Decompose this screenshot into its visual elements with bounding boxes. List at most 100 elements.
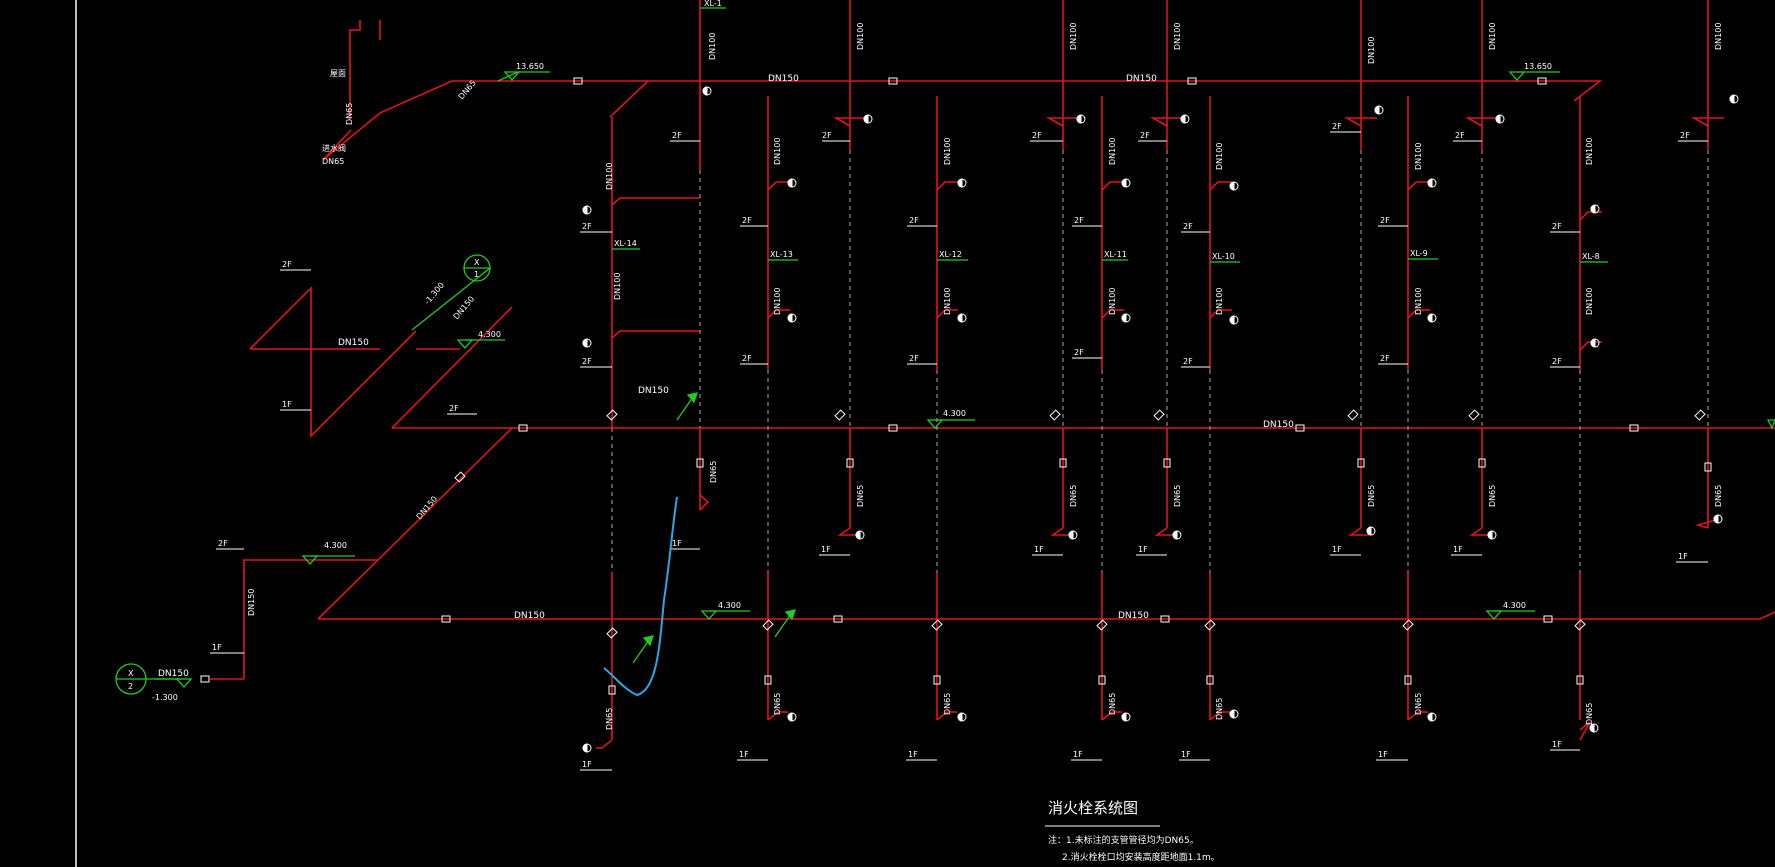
floor-2f-label: 2F: [282, 260, 292, 269]
dn100-label: DN100: [1414, 143, 1423, 170]
dn65-label: DN65: [1215, 698, 1224, 720]
inlet-valve-label: 进水阀: [322, 143, 346, 153]
floor-2f-label: 2F: [742, 216, 752, 225]
ref-x-label: X: [128, 669, 134, 678]
dn100-label: DN100: [708, 33, 717, 60]
dn100-label: DN100: [943, 288, 952, 315]
dn100-label: DN100: [1414, 288, 1423, 315]
dn65-label: DN65: [345, 103, 354, 125]
valve-symbols: [200, 77, 1712, 695]
floor-1f-label: 1F: [1138, 545, 1148, 554]
floor-1f-label: 1F: [212, 643, 222, 652]
riser-xl10-label: XL-10: [1212, 252, 1235, 261]
dn65-label: DN65: [1108, 693, 1117, 715]
floor-2f-label: 2F: [742, 354, 752, 363]
dn100-label: DN100: [1585, 288, 1594, 315]
floor-1f-label: 1F: [908, 750, 918, 759]
markup-stroke: [603, 496, 678, 697]
elevation-markers: [115, 7, 1775, 695]
dn65-label: DN65: [1714, 485, 1723, 507]
floor-2f-label: 2F: [1074, 348, 1084, 357]
dn150-label: DN150: [768, 74, 799, 84]
dn100-label: DN100: [1108, 288, 1117, 315]
floor-2f-label: 2F: [582, 222, 592, 231]
riser-xl14-label: XL-14: [614, 239, 637, 248]
riser-xl9-label: XL-9: [1410, 249, 1428, 258]
dn100-label: DN100: [1367, 37, 1376, 64]
floor-1f-label: 1F: [1378, 750, 1388, 759]
floor-leader-lines: [210, 131, 1708, 827]
dn150-label: DN150: [1118, 611, 1149, 621]
ref-1-label: 1: [474, 270, 479, 279]
dn65-label: DN65: [1488, 485, 1497, 507]
dn65-label: DN65: [1414, 693, 1423, 715]
dn65-label: DN65: [856, 485, 865, 507]
dn65-label: DN65: [1173, 485, 1182, 507]
dn100-label: DN100: [1173, 23, 1182, 50]
riser-xl13-label: XL-13: [770, 250, 793, 259]
pipe-network: [210, 0, 1775, 749]
dn100-label: DN100: [1215, 143, 1224, 170]
elevation-mid-label: 4.300: [718, 601, 741, 610]
dn65-label: DN65: [773, 693, 782, 715]
floor-1f-label: 1F: [1332, 545, 1342, 554]
floor-1f-label: 1F: [1453, 545, 1463, 554]
dn150-label: DN150: [338, 338, 369, 348]
floor-2f-label: 2F: [1680, 131, 1690, 140]
floor-2f-label: 2F: [1332, 122, 1342, 131]
drawing-note-2: 2.消火栓栓口均安装高度距地面1.1m。: [1062, 851, 1220, 863]
riser-guides: [611, 150, 1709, 573]
floor-2f-label: 2F: [1455, 131, 1465, 140]
floor-2f-label: 2F: [1032, 131, 1042, 140]
dn150-label: DN150: [415, 494, 440, 521]
floor-1f-label: 1F: [1073, 750, 1083, 759]
dn150-label: DN150: [247, 589, 256, 616]
elevation-mid-label: 4.300: [943, 409, 966, 418]
floor-2f-label: 2F: [218, 539, 228, 548]
elevation-mid-label: 4.300: [324, 541, 347, 550]
dn100-label: DN100: [1069, 23, 1078, 50]
dn65-label: DN65: [943, 693, 952, 715]
floor-1f-label: 1F: [1678, 552, 1688, 561]
floor-2f-label: 2F: [1380, 354, 1390, 363]
floor-2f-label: 2F: [672, 131, 682, 140]
dn100-label: DN100: [1108, 138, 1117, 165]
dn150-label: DN150: [638, 386, 669, 396]
riser-xl11-label: XL-11: [1104, 250, 1127, 259]
elevation-low-label: -1.300: [152, 693, 178, 702]
floor-1f-label: 1F: [1552, 740, 1562, 749]
elevation-top-label: 13.650: [516, 62, 544, 71]
dn100-label: DN100: [773, 138, 782, 165]
dn150-label: DN150: [452, 294, 477, 321]
dn100-label: DN100: [613, 273, 622, 300]
riser-xl12-label: XL-12: [939, 250, 962, 259]
floor-1f-label: 1F: [1181, 750, 1191, 759]
ref-2-label: 2: [128, 682, 133, 691]
hydrant-symbols: [582, 86, 1739, 753]
dn100-label: DN100: [773, 288, 782, 315]
floor-2f-label: 2F: [1552, 357, 1562, 366]
floor-2f-label: 2F: [1183, 357, 1193, 366]
diagram-labels: DN150 DN150 DN150 DN150 DN150 DN150 DN15…: [128, 0, 1723, 863]
floor-1f-label: 1F: [821, 545, 831, 554]
dn65-label: DN65: [605, 708, 614, 730]
floor-2f-label: 2F: [449, 404, 459, 413]
floor-1f-label: 1F: [582, 760, 592, 769]
dn100-label: DN100: [605, 163, 614, 190]
ref-x-label: X: [474, 258, 480, 267]
riser-xl1-label: XL-1: [704, 0, 722, 8]
dn150-label: DN150: [158, 669, 189, 679]
floor-2f-label: 2F: [1140, 131, 1150, 140]
floor-1f-label: 1F: [1034, 545, 1044, 554]
dn100-label: DN100: [943, 138, 952, 165]
riser-xl8-label: XL-8: [1582, 252, 1600, 261]
floor-2f-label: 2F: [909, 354, 919, 363]
elevation-top-label: 13.650: [1524, 62, 1552, 71]
elevation-mid-label: 4.300: [1503, 601, 1526, 610]
floor-label-top: 屋面: [330, 69, 346, 78]
floor-1f-label: 1F: [739, 750, 749, 759]
drawing-title: 消火栓系统图: [1048, 799, 1138, 817]
dn65-label: DN65: [1069, 485, 1078, 507]
dn100-label: DN100: [856, 23, 865, 50]
